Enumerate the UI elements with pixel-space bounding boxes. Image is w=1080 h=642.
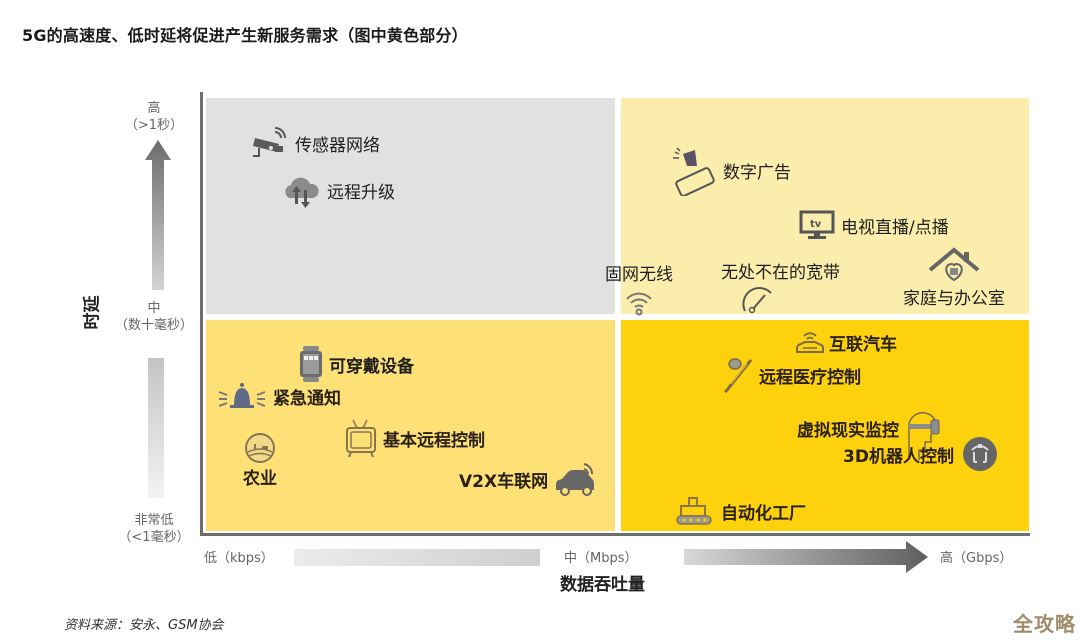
item-ubiquitous-broadband: 无处不在的宽带: [721, 258, 840, 315]
item-digital-ads: 数字广告: [669, 144, 791, 196]
item-sensor-network: 传感器网络: [251, 124, 380, 162]
x-axis-arrow-icon: [684, 541, 928, 573]
item-remote-upgrade: 远程升级: [281, 170, 395, 210]
tv-monitor-icon: tv: [799, 210, 835, 239]
item-label: 数字广告: [723, 162, 791, 183]
y-axis-arrow-icon: [145, 140, 171, 290]
item-label: 自动化工厂: [721, 503, 806, 524]
quadrant-top-right: [621, 98, 1029, 314]
item-connected-car: 互联汽车: [795, 328, 897, 356]
item-label: 传感器网络: [295, 135, 380, 156]
connected-car-icon: [556, 463, 595, 496]
quadrant-bottom-left: [206, 320, 615, 531]
y-tick-high: 高 （>1秒）: [104, 100, 204, 134]
car-signal-icon: [796, 332, 824, 353]
item-tv-live-vod: tv 电视直播/点播: [799, 210, 949, 240]
quadrant-top-left: [206, 98, 615, 314]
x-axis-label: 数据吞吐量: [560, 575, 645, 595]
quadrant-bottom-right: [621, 320, 1029, 531]
item-automated-factory: 自动化工厂: [675, 496, 806, 526]
x-tick-low: 低（kbps）: [204, 551, 274, 566]
item-fixed-wireless: 固网无线: [605, 260, 673, 317]
chart-title: 5G的高速度、低时延将促进产生新服务需求（图中黄色部分）: [22, 26, 468, 45]
item-label: 远程医疗控制: [759, 367, 861, 388]
wifi-icon: [626, 292, 652, 316]
smartwatch-icon: [300, 346, 322, 382]
robot-arm-icon: [962, 437, 997, 471]
x-axis-lower-bar: [294, 549, 540, 566]
farm-icon: [245, 433, 275, 463]
source-note: 资料来源：安永、GSM协会: [64, 618, 224, 633]
quadrant-plot: 传感器网络 远程升级 数字广告 tv 电视直播/点播 固网: [200, 92, 1030, 536]
item-label: 紧急通知: [273, 388, 341, 409]
y-tick-low: 非常低 （<1毫秒）: [104, 512, 204, 546]
item-label: 可穿戴设备: [329, 356, 414, 377]
y-tick-high-label: 高: [147, 101, 161, 116]
item-emergency-alert: 紧急通知: [217, 380, 341, 412]
x-tick-mid: 中（Mbps）: [564, 551, 638, 566]
y-tick-high-sub: （>1秒）: [124, 118, 184, 133]
y-tick-mid-label: 中: [147, 301, 161, 316]
phone-megaphone-icon: [673, 147, 715, 196]
item-basic-remote-control: 基本远程控制: [345, 418, 485, 458]
item-label: 家庭与办公室: [903, 289, 1005, 309]
y-tick-mid: 中 （数十毫秒）: [104, 300, 204, 334]
y-tick-low-label: 非常低: [134, 513, 174, 528]
svg-text:tv: tv: [810, 219, 822, 230]
watermark: 全攻略: [1013, 612, 1076, 636]
item-remote-medical: 远程医疗控制: [721, 356, 861, 394]
vr-headset-icon: [908, 412, 940, 460]
item-label: 农业: [243, 469, 277, 489]
item-label: 虚拟现实监控: [797, 420, 899, 441]
speedometer-icon: [741, 287, 772, 314]
security-camera-icon: [253, 127, 286, 157]
cloud-sync-icon: [285, 177, 319, 208]
y-tick-mid-sub: （数十毫秒）: [114, 318, 193, 333]
item-label: V2X车联网: [459, 471, 549, 492]
y-tick-low-sub: （<1毫秒）: [118, 530, 190, 545]
item-home-office: 家庭与办公室: [903, 246, 1005, 309]
item-v2x: V2X车联网: [459, 460, 598, 498]
medical-probe-icon: [723, 358, 753, 394]
item-label: 互联汽车: [829, 334, 897, 355]
retro-tv-icon: [346, 419, 376, 458]
item-vr-monitoring: 虚拟现实监控: [797, 392, 945, 464]
item-label: 固网无线: [605, 265, 673, 285]
factory-robot-icon: [676, 497, 712, 525]
y-axis-label: 时延: [82, 295, 103, 330]
y-axis-lower-bar: [148, 358, 164, 498]
item-label: 基本远程控制: [383, 430, 485, 451]
item-agriculture: 农业: [243, 432, 277, 489]
item-label: 无处不在的宽带: [721, 263, 840, 283]
item-label: 电视直播/点播: [841, 217, 949, 238]
item-3d-robot-control: 3D机器人控制: [843, 434, 1000, 474]
item-wearables: 可穿戴设备: [299, 346, 414, 382]
alarm-bell-icon: [218, 383, 266, 408]
x-tick-high: 高（Gbps）: [940, 551, 1013, 566]
item-label: 3D机器人控制: [843, 446, 954, 467]
item-label: 远程升级: [327, 182, 395, 203]
home-icon: [928, 247, 980, 282]
